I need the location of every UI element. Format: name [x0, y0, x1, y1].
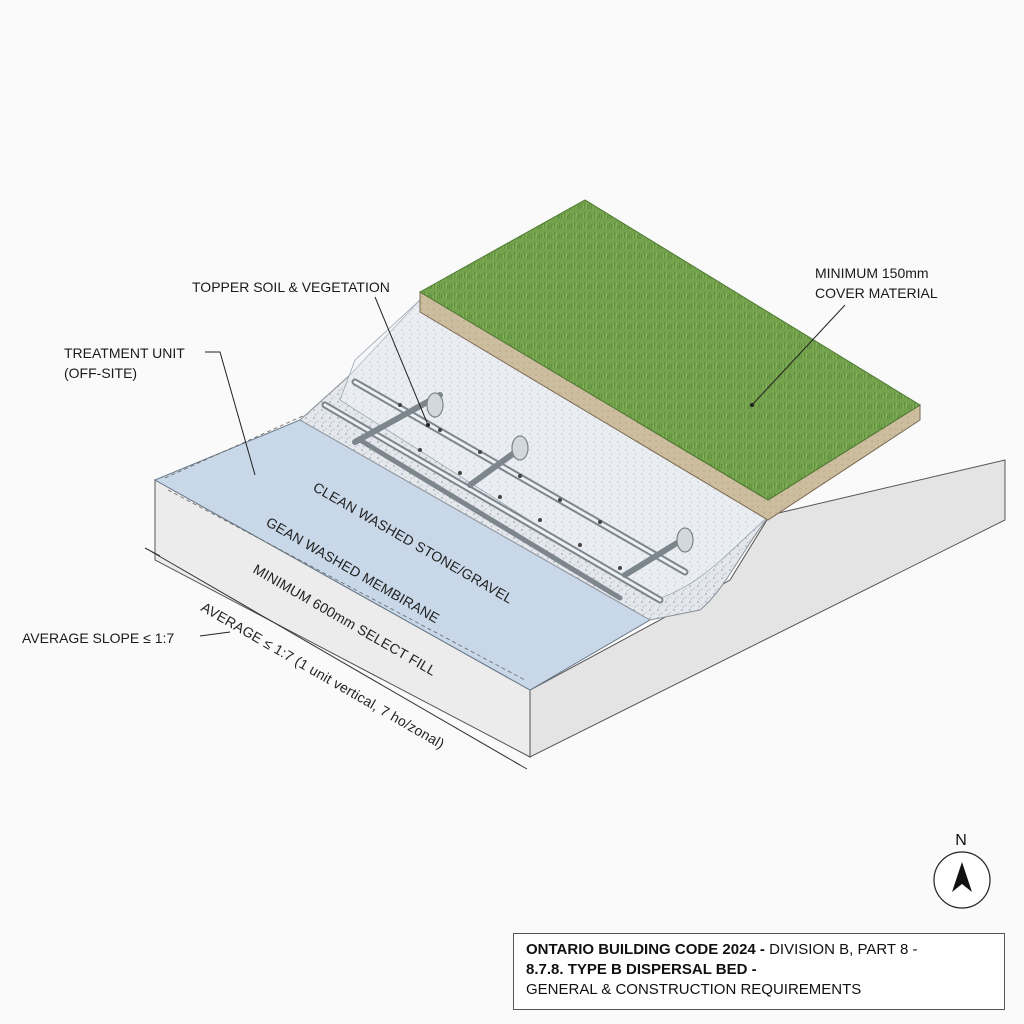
- grass-surface: [419, 199, 921, 501]
- leader-dot-cover: [750, 403, 754, 407]
- dim-tick-right: [512, 760, 528, 770]
- label-treatment-line2: (OFF-SITE): [64, 365, 137, 381]
- north-arrow-icon: [952, 862, 972, 892]
- dim-tick-left: [144, 547, 161, 557]
- label-slope-left: AVERAGE SLOPE ≤ 1:7: [22, 630, 174, 646]
- leader-topper-soil: [374, 296, 429, 426]
- leader-slope: [199, 631, 231, 637]
- label-treatment-line1: TREATMENT UNIT: [64, 345, 185, 361]
- north-arrow: N: [930, 828, 992, 910]
- leader-cover: [751, 304, 846, 406]
- north-label: N: [955, 832, 967, 849]
- membrane-edge-dashed: [164, 414, 526, 681]
- title-line2: 8.7.8. TYPE B DISPERSAL BED -: [526, 961, 757, 978]
- pipe-perforations: [398, 403, 622, 570]
- leader-dot-topper: [426, 423, 430, 427]
- title-line3: GENERAL & CONSTRUCTION REQUIREMENTS: [526, 981, 862, 998]
- label-topper-soil: TOPPER SOIL & VEGETATION: [192, 279, 390, 295]
- label-cover-line1: MINIMUM 150mm: [815, 265, 929, 281]
- label-cover-line2: COVER MATERIAL: [815, 285, 938, 301]
- title-line1-rest: DIVISION B, PART 8 -: [764, 941, 918, 958]
- title-block: ONTARIO BUILDING CODE 2024 - DIVISION B,…: [513, 933, 1005, 1010]
- title-line1-bold: ONTARIO BUILDING CODE 2024 -: [526, 941, 765, 958]
- leader-treatment: [205, 351, 256, 476]
- title-line1: ONTARIO BUILDING CODE 2024 - DIVISION B,…: [526, 940, 992, 960]
- slope-dimension-line: [151, 551, 521, 766]
